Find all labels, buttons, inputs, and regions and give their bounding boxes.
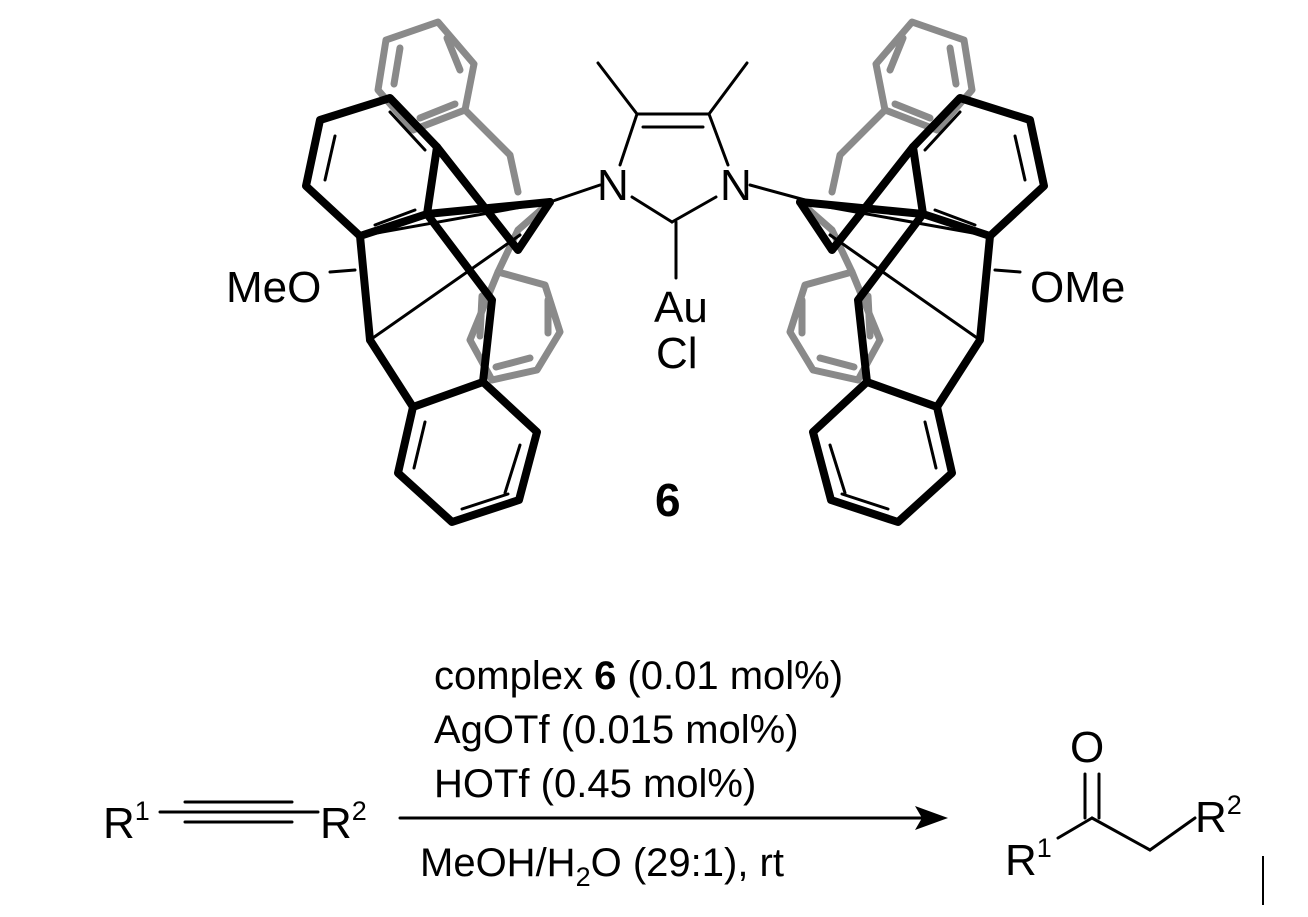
condition-solvent-temperature: MeOH/H2O (29:1), rt [420,841,784,892]
nitrogen-left-label: N [597,161,629,210]
condition-acid: HOTf (0.45 mol%) [434,762,756,806]
product-r1-label: R1 [1005,833,1052,885]
left-triptycene-substituent: MeO [226,18,564,526]
gold-atom-label: Au [654,283,708,332]
ketone-product: O R1 R2 [1005,723,1242,885]
catalyst-structure: N N Au Cl [226,18,1125,526]
methoxy-left-label: MeO [226,263,321,312]
chloride-label: Cl [656,329,698,378]
condition-silver-salt: AgOTf (0.015 mol%) [434,708,799,752]
reaction-equation: R1 R2 complex 6 (0.01 mol%) AgOTf (0.015… [103,654,1264,905]
product-oxygen-label: O [1070,723,1104,772]
right-triptycene-substituent [786,18,1048,526]
alkyne-reactant: R1 R2 [103,796,367,848]
product-r2-label: R2 [1195,790,1242,842]
imidazolylidene-core: N N Au Cl [548,61,807,378]
reactant-r2-label: R2 [320,796,367,848]
condition-catalyst-loading: complex 6 (0.01 mol%) [434,654,843,698]
nitrogen-right-label: N [720,161,752,210]
methoxy-right-label: OMe [1030,263,1125,312]
reactant-r1-label: R1 [103,796,150,848]
compound-number-label: 6 [655,474,681,526]
reaction-arrow [398,806,948,830]
